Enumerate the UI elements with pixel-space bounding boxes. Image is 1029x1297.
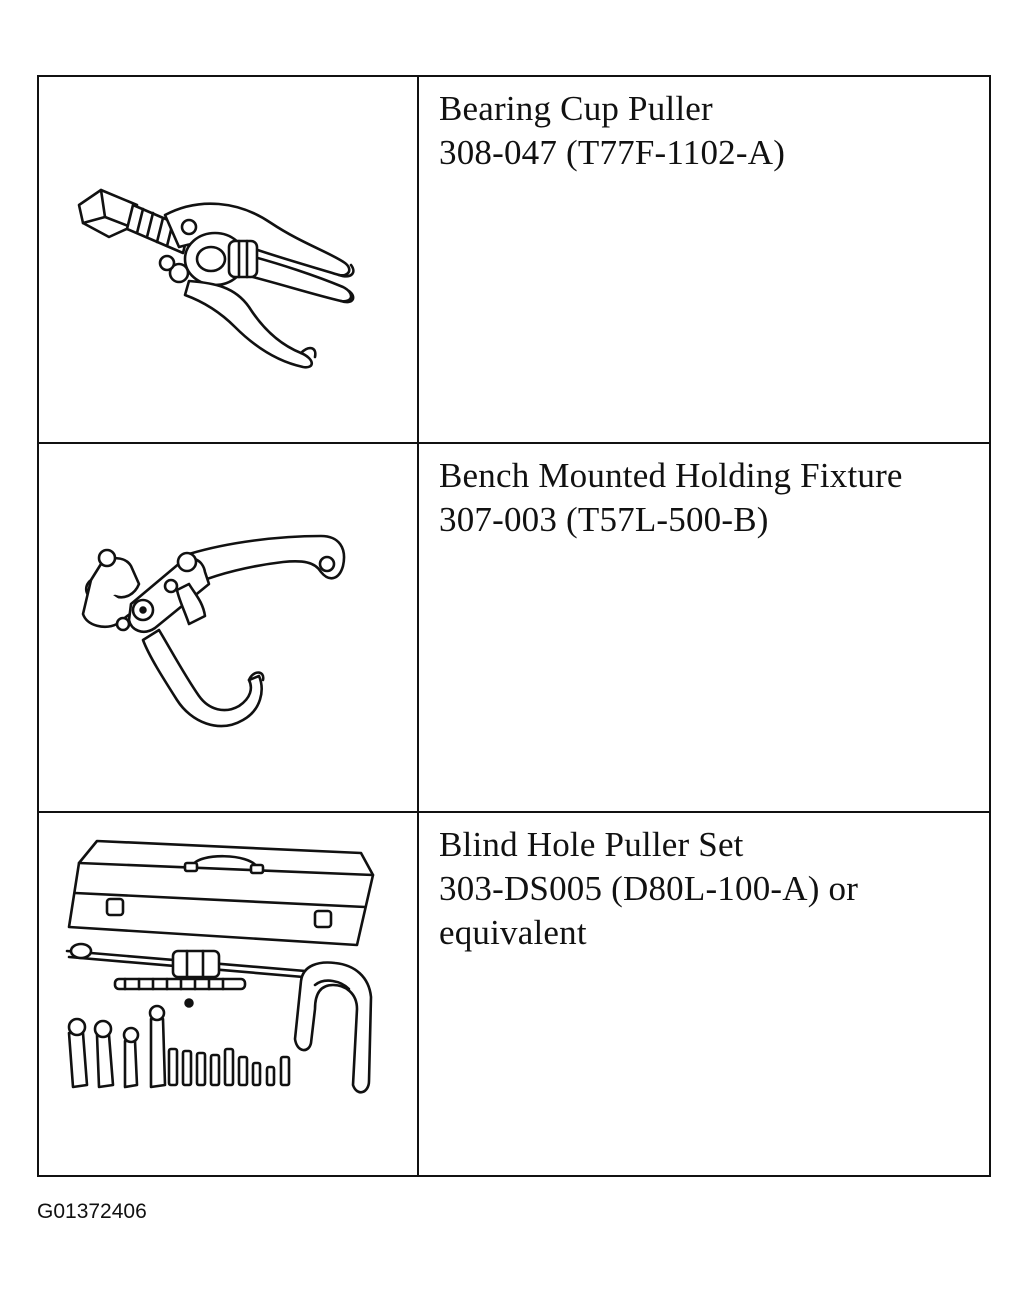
figure-id: G01372406	[37, 1200, 147, 1223]
tool-image-cell	[39, 77, 419, 442]
tool-name: Bearing Cup Puller	[439, 89, 713, 128]
tool-description-cell: Bearing Cup Puller 308-047 (T77F-1102-A)	[421, 77, 989, 442]
tool-image-cell	[39, 813, 419, 1175]
tool-image-cell	[39, 444, 419, 811]
bearing-cup-puller-illustration	[77, 188, 355, 369]
tool-part-number: 308-047 (T77F-1102-A)	[439, 133, 786, 172]
tool-row-blind-hole-puller-set: Blind Hole Puller Set 303-DS005 (D80L-10…	[39, 813, 989, 1175]
tool-part-number: 307-003 (T57L-500-B)	[439, 500, 769, 539]
tool-row-bearing-cup-puller: Bearing Cup Puller 308-047 (T77F-1102-A)	[39, 77, 989, 444]
tool-row-holding-fixture: Bench Mounted Holding Fixture 307-003 (T…	[39, 444, 989, 813]
special-tools-table: Bearing Cup Puller 308-047 (T77F-1102-A)	[37, 75, 991, 1177]
tool-part-note: equivalent	[439, 913, 587, 952]
tool-name: Bench Mounted Holding Fixture	[439, 456, 903, 495]
bench-mounted-holding-fixture-illustration	[81, 534, 346, 728]
tool-name: Blind Hole Puller Set	[439, 825, 744, 864]
tool-part-number: 303-DS005 (D80L-100-A) or	[439, 869, 859, 908]
tool-description-cell: Bench Mounted Holding Fixture 307-003 (T…	[421, 444, 989, 811]
tool-description-cell: Blind Hole Puller Set 303-DS005 (D80L-10…	[421, 813, 989, 1175]
blind-hole-puller-set-illustration	[65, 839, 375, 1094]
